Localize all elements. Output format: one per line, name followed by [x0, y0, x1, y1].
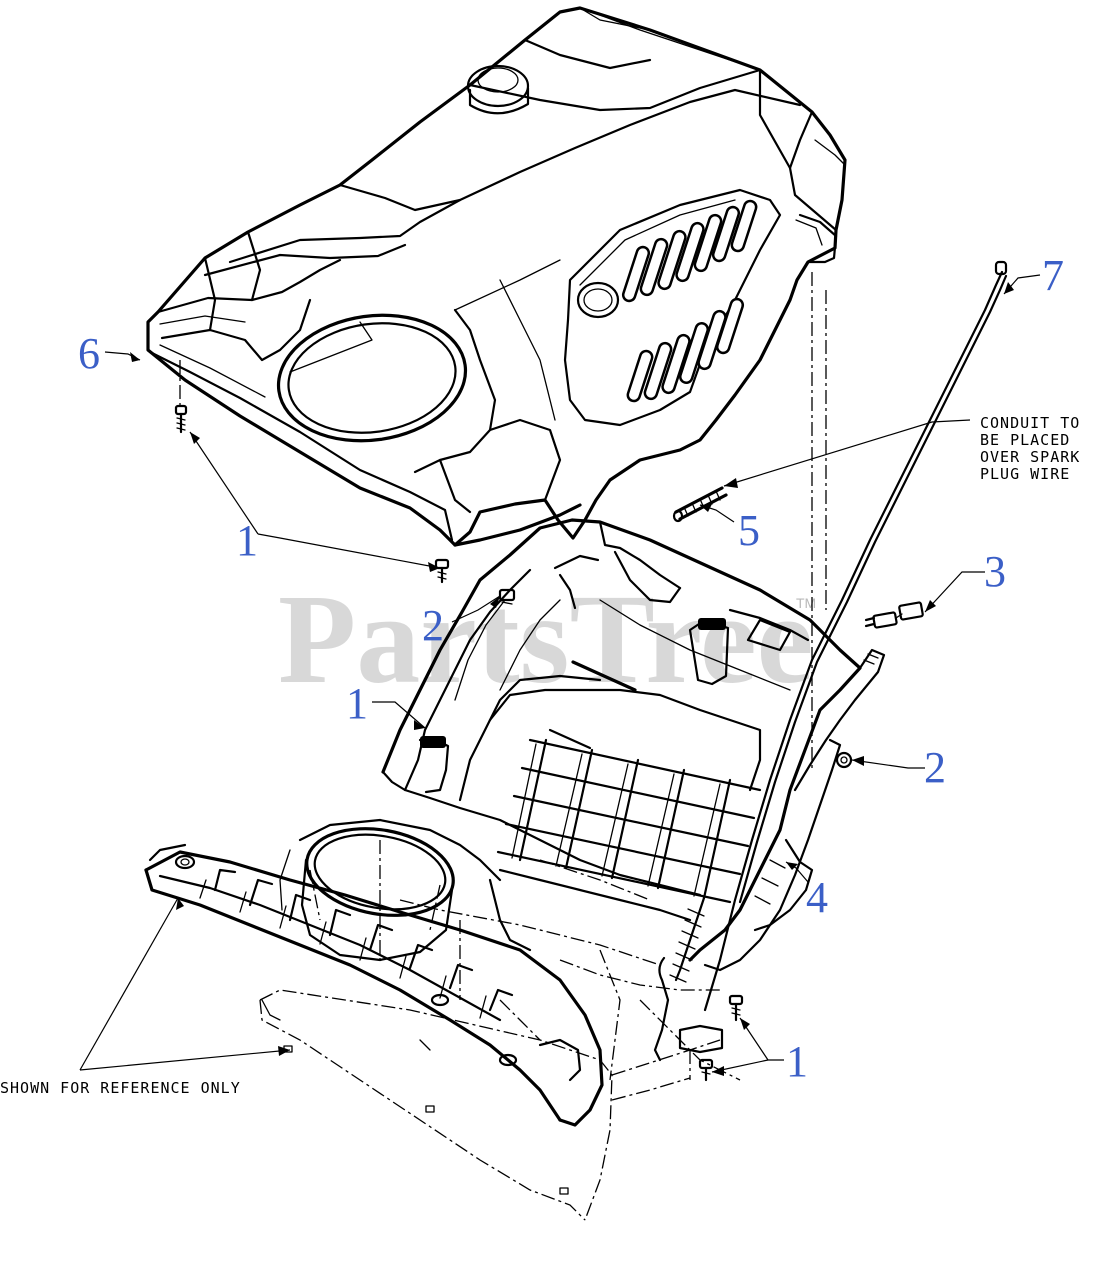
nut-right: [835, 751, 853, 769]
callout-4: 4: [806, 873, 828, 922]
callout-1-lower: 1: [786, 1037, 808, 1086]
conduit-note-line-4: PLUG WIRE: [980, 465, 1070, 483]
auger-housing-reference: [144, 818, 741, 1221]
engine-cover-shroud: [146, 6, 847, 547]
cover-vent-grille-upper: [621, 199, 758, 303]
callout-5: 5: [738, 506, 760, 555]
spark-plug-conduit-part: [672, 486, 728, 523]
watermark-trademark: TM: [796, 595, 816, 611]
watermark: PartsTree: [278, 568, 813, 710]
bracket-lower-right: [678, 1024, 724, 1054]
callout-3: 3: [984, 547, 1006, 596]
leader-lines: [79, 274, 1041, 1076]
bolt-lower-right-a: [728, 994, 744, 1022]
conduit-note-line-2: BE PLACED: [980, 431, 1070, 449]
conduit-note-line-3: OVER SPARK: [980, 448, 1080, 466]
bolt-upper-left: [498, 588, 516, 605]
conduit-note-line-1: CONDUIT TO: [980, 414, 1080, 432]
callout-7: 7: [1042, 251, 1064, 300]
reference-note: SHOWN FOR REFERENCE ONLY: [0, 1079, 241, 1097]
screw-cover-bottom: [434, 558, 450, 584]
conduit-note: CONDUIT TO BE PLACED OVER SPARK PLUG WIR…: [980, 414, 1080, 483]
callout-2-upper: 2: [422, 601, 444, 650]
callout-1-upper: 1: [236, 516, 258, 565]
control-cable-part: [703, 260, 1008, 1012]
chute-grid-bars: [496, 738, 762, 904]
screw-cover-left: [174, 404, 188, 434]
callout-1-middle: 1: [346, 679, 368, 728]
callout-6: 6: [78, 329, 100, 378]
callout-2-right: 2: [924, 743, 946, 792]
bolt-lower-right-b: [698, 1058, 714, 1082]
cover-vent-grille-lower: [626, 297, 745, 403]
chute-frame-assembly: [381, 518, 886, 1062]
wire-harness-part: [864, 601, 924, 629]
